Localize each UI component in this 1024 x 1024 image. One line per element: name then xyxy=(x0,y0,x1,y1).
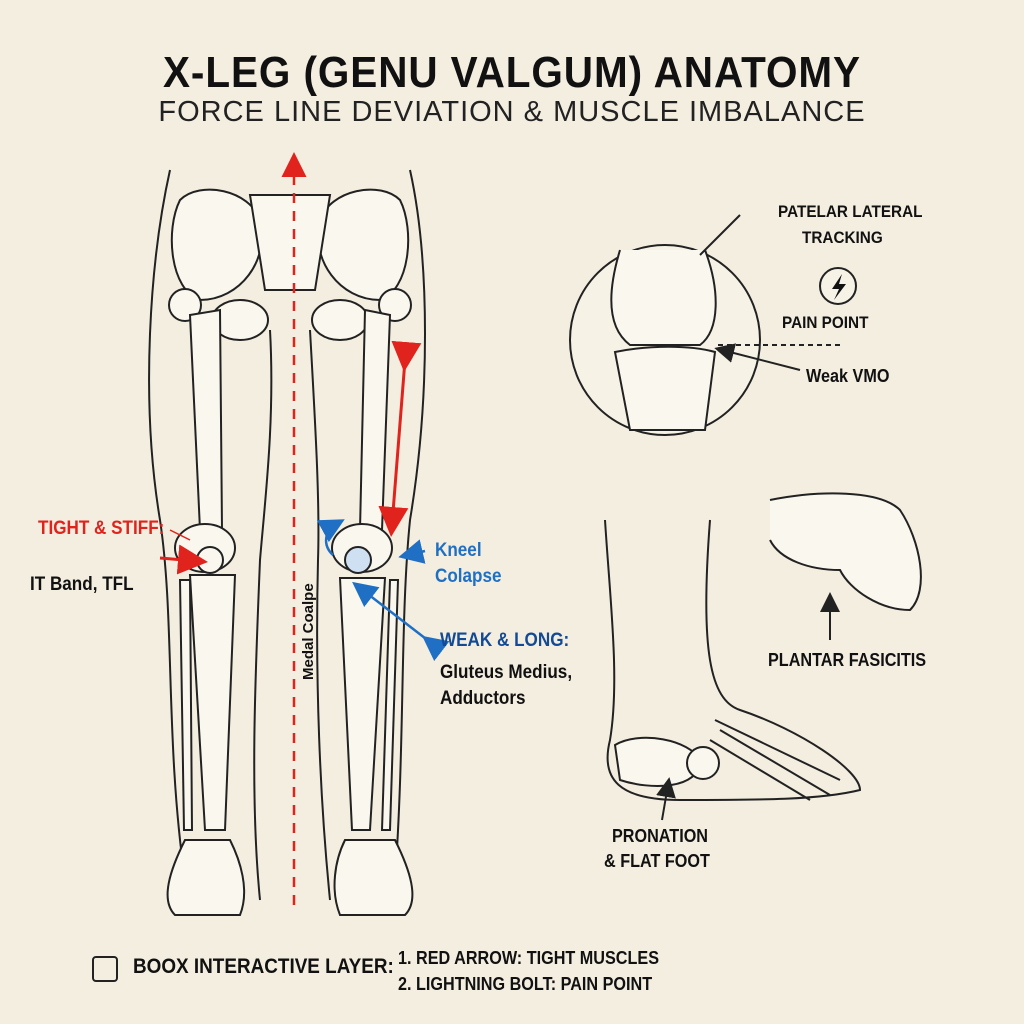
legend-label: BOOX INTERACTIVE LAYER: xyxy=(133,955,394,978)
it-band-arrow xyxy=(159,544,208,575)
page-subtitle: FORCE LINE DEVIATION & MUSCLE IMBALANCE xyxy=(158,96,866,128)
weak-long-arrow xyxy=(352,581,450,662)
weak-vmo-label: Weak VMO xyxy=(806,366,890,386)
legend-item-2: 2. LIGHTNING BOLT: PAIN POINT xyxy=(398,974,653,994)
rotation-arrow xyxy=(316,519,345,556)
foot-detail xyxy=(604,492,922,821)
tight-muscles-label: IT Band, TFL xyxy=(30,574,134,595)
weak-muscles-line-1: Gluteus Medius, xyxy=(440,662,573,683)
patellar-tracking-line-1: PATELAR LATERAL xyxy=(778,202,923,221)
tight-stiff-heading: TIGHT & STIFF: xyxy=(38,518,165,539)
pelvis xyxy=(170,188,410,341)
interactive-layer-checkbox[interactable] xyxy=(92,956,118,982)
knee-collapse-arrow xyxy=(398,539,426,564)
tibia-bones xyxy=(166,574,414,916)
knee-detail xyxy=(569,214,857,436)
weak-muscles-line-2: Adductors xyxy=(440,688,526,709)
legend-item-1: 1. RED ARROW: TIGHT MUSCLES xyxy=(398,948,660,968)
pronation-line-2: & FLAT FOOT xyxy=(604,851,710,871)
patellar-tracking-line-2: TRACKING xyxy=(802,228,883,247)
page-title: X-LEG (GENU VALGUM) ANATOMY xyxy=(163,48,861,97)
weak-long-heading: WEAK & LONG: xyxy=(440,630,570,651)
plantar-fasciitis-label: PLANTAR FASICITIS xyxy=(768,650,927,670)
knee-collapse-label: Kneel Colapse xyxy=(435,540,502,587)
femur-bones xyxy=(168,288,412,574)
tight-band-arrow xyxy=(378,340,422,537)
pain-point-label: PAIN POINT xyxy=(782,313,869,332)
medial-collapse-label: Medal Coalpe xyxy=(300,583,317,680)
pronation-line-1: PRONATION xyxy=(612,826,709,846)
